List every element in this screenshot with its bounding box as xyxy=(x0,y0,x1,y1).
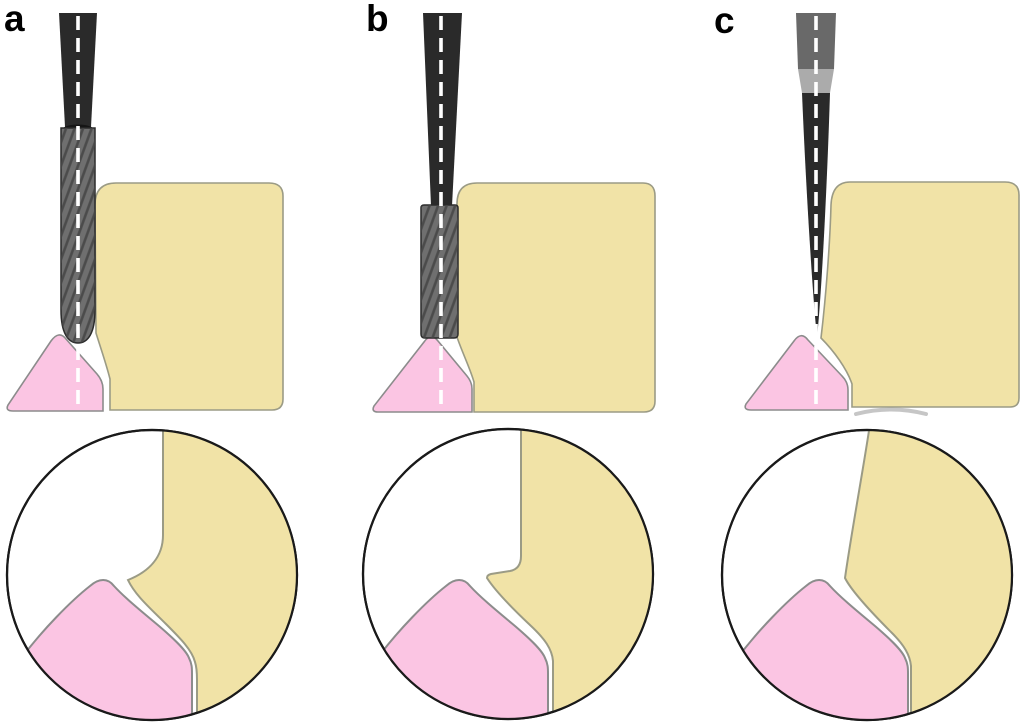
panel-a-magnified-margin xyxy=(5,428,299,722)
chamfer-bur-diamond-hatch xyxy=(61,128,95,343)
panel-b-top-view xyxy=(372,13,656,413)
magnifier-circle-outline xyxy=(720,428,1014,722)
panel-c-top-view xyxy=(744,13,1020,416)
tooth-crown-shape xyxy=(820,181,1020,408)
gingiva-papilla-shape xyxy=(744,334,849,411)
panel-a-top-view xyxy=(6,13,284,412)
panel-b-magnified-margin xyxy=(361,427,655,721)
panel-label-b: b xyxy=(366,0,389,39)
bur-neck-band-icon xyxy=(798,69,834,93)
tooth-margin-chamfer-shape xyxy=(126,430,297,720)
panel-label-a: a xyxy=(4,0,25,39)
tooth-crown-shape xyxy=(456,182,656,413)
gingiva-papilla-shape xyxy=(6,334,104,412)
panel-c-magnified-margin xyxy=(720,428,1014,722)
gingiva-papilla-shape xyxy=(372,335,473,413)
tooth-crown-shape xyxy=(94,182,284,411)
shadow-artifact-swoosh xyxy=(854,407,928,416)
panel-label-c: c xyxy=(714,0,735,41)
magnifier-circle-outline xyxy=(5,428,299,722)
magnifier-circle-outline xyxy=(361,427,655,721)
tooth-margin-shoulder-shape xyxy=(485,429,653,719)
tooth-margin-feather-edge-shape xyxy=(843,430,1012,720)
